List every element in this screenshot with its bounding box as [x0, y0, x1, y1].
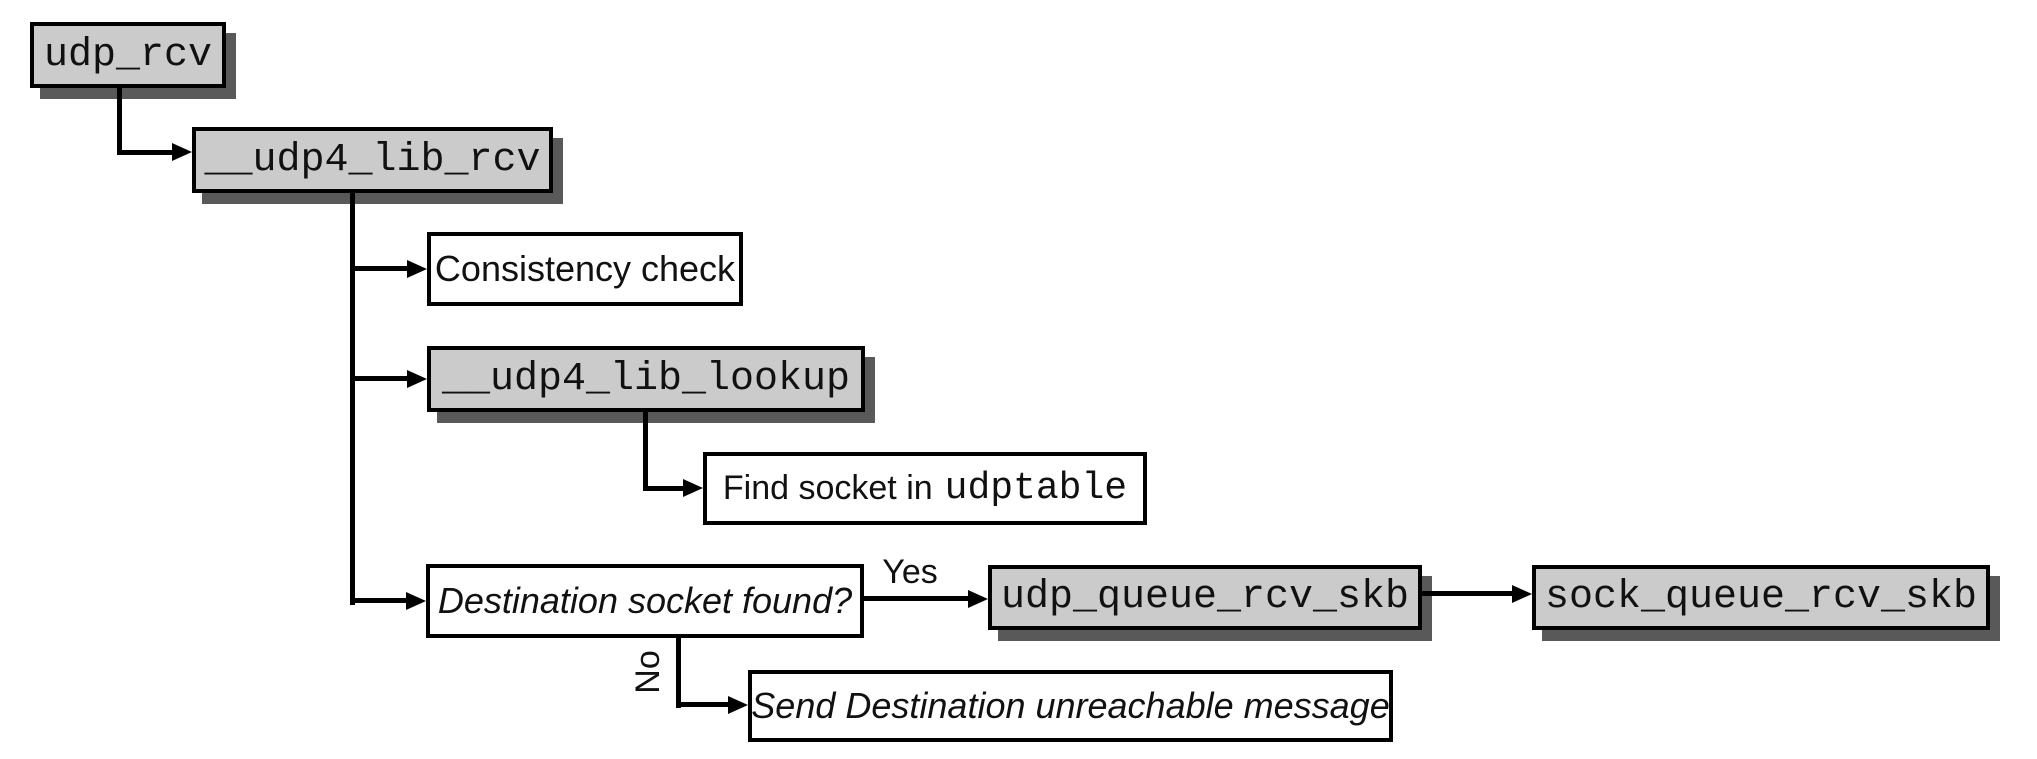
node-udp4-lib-rcv: __udp4_lib_rcv: [192, 127, 553, 193]
edge-udp-rcv-to-udp4-lib-rcv-horizontal: [117, 150, 173, 155]
edge-to-udp4-lib-lookup: [350, 376, 410, 381]
edge-label-yes: Yes: [882, 552, 938, 591]
node-consistency-check: Consistency check: [427, 232, 743, 306]
node-udp4-lib-rcv-label: __udp4_lib_rcv: [204, 137, 541, 183]
node-udp4-lib-lookup: __udp4_lib_lookup: [427, 346, 865, 412]
arrowhead-icon: [407, 370, 427, 388]
node-destination-socket-found: Destination socket found?: [426, 564, 864, 638]
arrowhead-icon: [683, 479, 703, 497]
node-consistency-check-label: Consistency check: [434, 248, 736, 289]
arrowhead-icon: [1512, 585, 1532, 603]
node-find-socket-label: Find socket in: [722, 469, 933, 507]
edge-no-horizontal: [676, 702, 730, 707]
arrowhead-icon: [406, 592, 426, 610]
edge-yes-to-udp-queue-rcv-skb: [864, 596, 970, 601]
edge-udp4-lib-rcv-trunk-vertical: [350, 193, 355, 605]
node-udp4-lib-lookup-label: __udp4_lib_lookup: [441, 356, 851, 402]
edge-lookup-to-find-socket-vertical: [643, 412, 648, 491]
edge-to-consistency-check: [350, 266, 410, 271]
edge-lookup-to-find-socket-horizontal: [643, 486, 686, 491]
node-udp-queue-rcv-skb-label: udp_queue_rcv_skb: [1000, 575, 1410, 620]
arrowhead-icon: [407, 260, 427, 278]
arrowhead-icon: [968, 590, 988, 608]
node-udp-queue-rcv-skb: udp_queue_rcv_skb: [988, 565, 1422, 630]
edge-no-vertical: [676, 638, 681, 708]
node-destination-socket-found-label: Destination socket found?: [437, 580, 853, 621]
edge-udp-queue-to-sock-queue: [1422, 591, 1514, 596]
node-find-socket-code-label: udptable: [944, 467, 1128, 510]
node-sock-queue-rcv-skb: sock_queue_rcv_skb: [1532, 565, 1990, 630]
node-udp-rcv-label: udp_rcv: [43, 32, 213, 78]
edge-to-destination-socket-found: [350, 598, 409, 603]
node-sock-queue-rcv-skb-label: sock_queue_rcv_skb: [1544, 575, 1978, 620]
node-send-destination-unreachable-label: Send Destination unreachable message: [751, 685, 1390, 726]
arrowhead-icon: [728, 696, 748, 714]
node-udp-rcv: udp_rcv: [30, 22, 226, 88]
arrowhead-icon: [172, 143, 192, 161]
edge-udp-rcv-to-udp4-lib-rcv-vertical: [117, 88, 122, 155]
node-send-destination-unreachable: Send Destination unreachable message: [748, 670, 1393, 742]
edge-label-no: No: [628, 650, 667, 694]
node-find-socket: Find socket in udptable: [703, 452, 1147, 525]
